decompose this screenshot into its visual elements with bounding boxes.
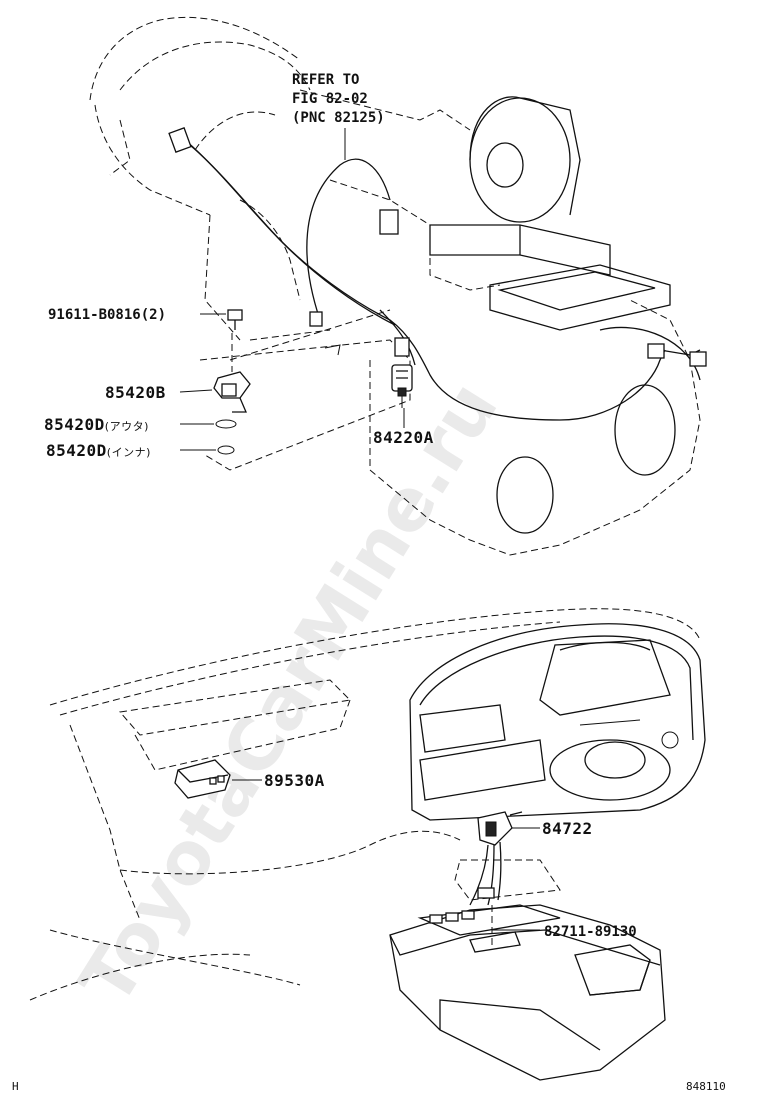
- dash-vent: [119, 679, 352, 736]
- dashboard-drawing: [29, 608, 706, 1081]
- harness-82711-connector: [477, 887, 495, 899]
- part-label-91611[interactable]: 91611-B0816(2): [48, 307, 166, 323]
- footer-left: H: [12, 1080, 19, 1093]
- reference-line3: (PNC 82125): [292, 110, 385, 126]
- buzzer-89530a: [174, 759, 231, 799]
- steering-wheel: [549, 739, 671, 801]
- switch-84722: [469, 811, 523, 906]
- harness-connector: [168, 127, 192, 153]
- dashboard-top-edge: [49, 608, 701, 706]
- reference-line1: REFER TO: [292, 72, 359, 88]
- instrument-panel-outline: [409, 623, 706, 821]
- transmission-wire-harness: [168, 127, 707, 421]
- oring-inner-shape: [217, 445, 235, 455]
- center-console: [389, 904, 666, 1081]
- part-label-84722[interactable]: 84722: [542, 819, 593, 838]
- refer-harness-loop: [306, 158, 391, 321]
- part-label-85420b[interactable]: 85420B: [105, 383, 166, 402]
- part-label-82711[interactable]: 82711-89130: [544, 924, 637, 940]
- bolt-91611: [227, 309, 243, 372]
- mount-frame: [199, 339, 411, 471]
- bell-housing-outline: [89, 16, 301, 101]
- part-label-85420d-outer[interactable]: 85420D(アウタ): [44, 415, 149, 434]
- transmission-drawing: [89, 16, 701, 556]
- part-label-85420d-inner[interactable]: 85420D(インナ): [46, 441, 151, 460]
- part-label-84220a[interactable]: 84220A: [373, 428, 434, 447]
- harness-connector: [379, 209, 399, 235]
- oring-outer-shape: [215, 419, 237, 429]
- valve-body-plate: [489, 264, 671, 331]
- part-label-89530a[interactable]: 89530A: [264, 771, 325, 790]
- sensor-85420b: [213, 371, 251, 413]
- case-outline: [369, 299, 701, 556]
- reference-line2: FIG 82-02: [292, 91, 368, 107]
- top-drum: [469, 97, 571, 223]
- switch-84220a: [391, 364, 413, 408]
- console-box: [574, 944, 651, 996]
- figure-number: 848110: [686, 1080, 726, 1093]
